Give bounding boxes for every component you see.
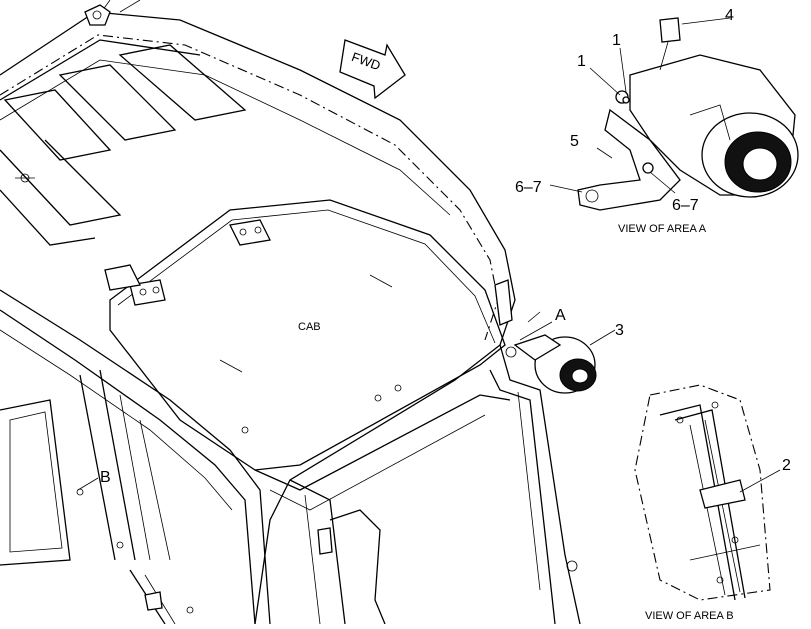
- callout-1-left: 1: [577, 53, 586, 70]
- forward-arrow: FWD: [339, 39, 406, 100]
- area-b-marker: B: [77, 469, 111, 491]
- view-area-a-caption: VIEW OF AREA A: [618, 223, 707, 235]
- view-area-a-inset: 1 1 4 5 6–7 6–7 VIEW OF AREA A: [515, 7, 799, 235]
- area-a-marker: A 3: [519, 307, 624, 346]
- view-area-b-inset: 2 VIEW OF AREA B: [634, 384, 791, 622]
- area-b-letter: B: [100, 469, 111, 486]
- callout-6-7-right: 6–7: [672, 197, 699, 214]
- callout-1-right: 1: [612, 32, 621, 49]
- callout-5: 5: [570, 133, 579, 150]
- callout-3: 3: [615, 322, 624, 339]
- view-area-b-caption: VIEW OF AREA B: [645, 610, 734, 622]
- area-a-letter: A: [555, 307, 566, 324]
- cab-roof-illustration: [0, 0, 597, 625]
- callout-6-7-left: 6–7: [515, 179, 542, 196]
- cab-label: CAB: [298, 321, 321, 333]
- callout-2: 2: [782, 457, 791, 474]
- callout-4: 4: [725, 7, 734, 24]
